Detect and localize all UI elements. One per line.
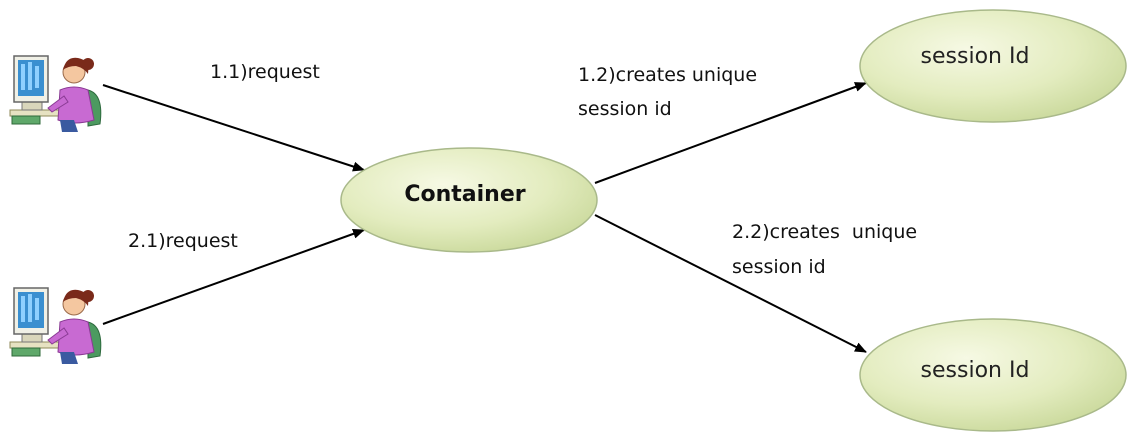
edge-label-request-2: 2.1)request: [128, 230, 238, 252]
edge-label-creates-1-line2: session id: [578, 98, 672, 120]
arrow-creates-2: [594, 214, 867, 353]
container-node: Container: [340, 147, 598, 253]
session-id-node-bottom: session Id: [859, 318, 1127, 432]
arrow-request-2: [102, 229, 365, 325]
user-at-computer-icon: [9, 287, 102, 365]
arrow-request-1: [102, 84, 365, 172]
session-id-node-top: session Id: [859, 9, 1127, 123]
arrow-creates-1: [594, 82, 867, 184]
edge-label-creates-2-line1: 2.2)creates unique: [732, 221, 917, 243]
session-id-label-bottom: session Id: [921, 358, 1030, 383]
edge-label-creates-2-line2: session id: [732, 256, 826, 278]
user-at-computer-icon: [9, 55, 102, 133]
session-id-label-top: session Id: [921, 44, 1030, 69]
edge-label-request-1: 1.1)request: [210, 61, 320, 83]
edge-label-creates-1-line1: 1.2)creates unique: [578, 64, 757, 86]
container-label: Container: [404, 182, 525, 207]
